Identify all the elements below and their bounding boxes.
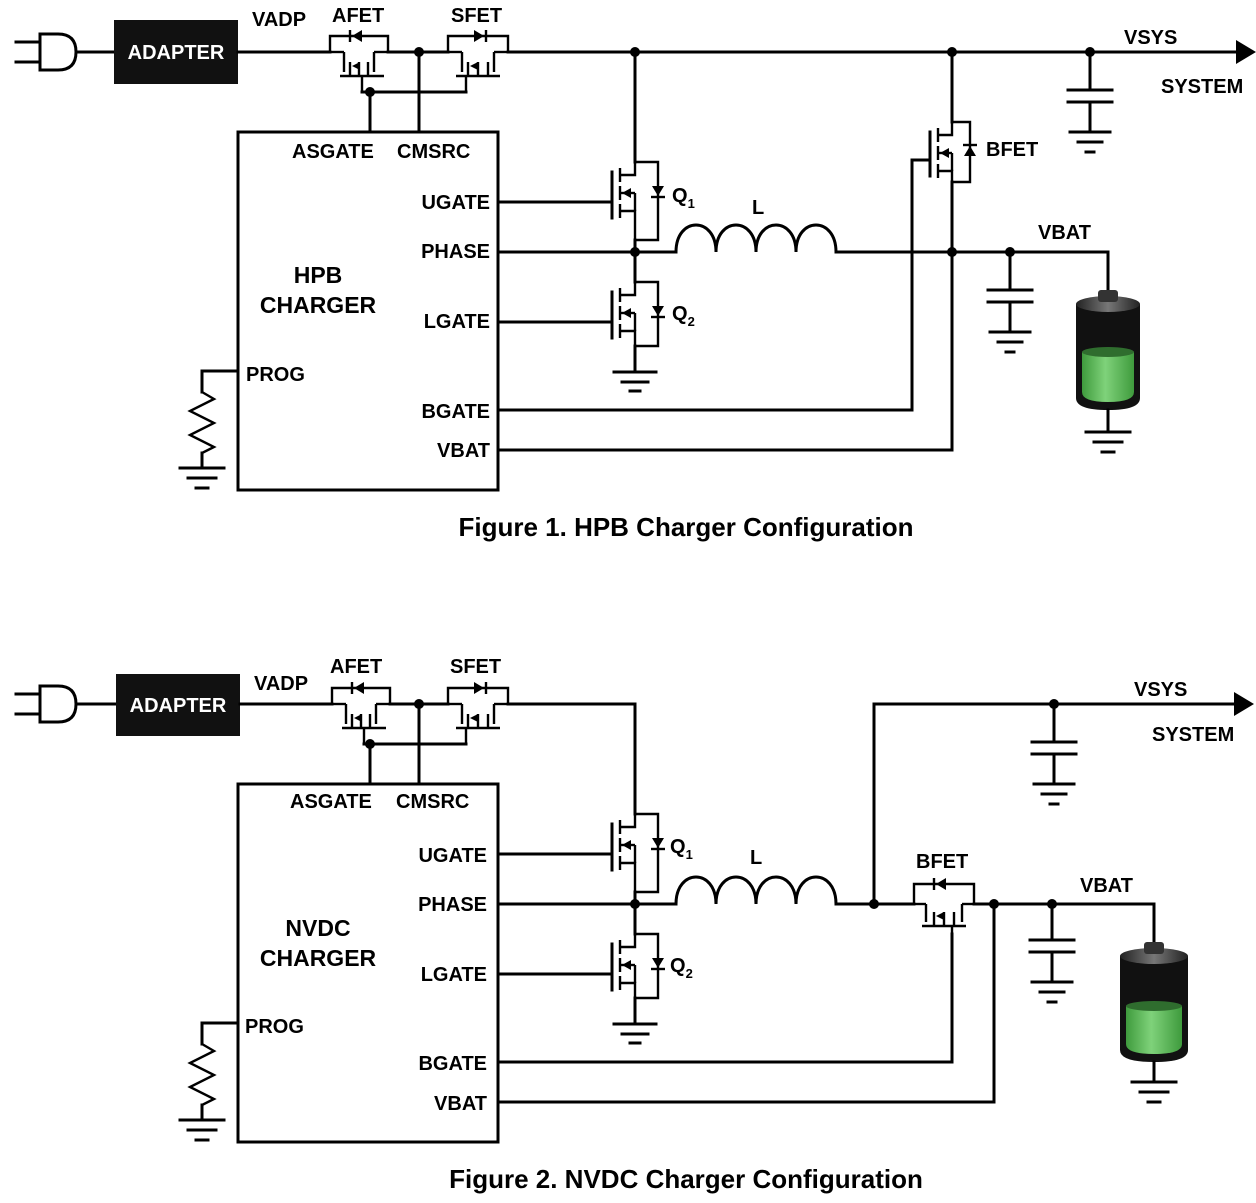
vsys-label: VSYS bbox=[1124, 27, 1177, 49]
vadp-label: VADP bbox=[254, 673, 308, 695]
vbat-sense-wire bbox=[496, 902, 996, 1104]
pin-phase: PHASE bbox=[418, 894, 487, 916]
vsys-rail bbox=[872, 702, 1238, 906]
pin-ugate: UGATE bbox=[421, 192, 490, 214]
chip-name-line1: NVDC bbox=[285, 915, 350, 941]
figure-1-caption: Figure 1. HPB Charger Configuration bbox=[458, 512, 913, 542]
battery-icon bbox=[1120, 902, 1188, 1104]
q1-label: Q1 bbox=[672, 185, 695, 211]
afet-mosfet-icon: AFET bbox=[328, 5, 390, 92]
pin-asgate: ASGATE bbox=[290, 791, 372, 813]
system-label: SYSTEM bbox=[1152, 724, 1234, 746]
capacitor-icon bbox=[986, 250, 1034, 354]
vbat-node-label: VBAT bbox=[1038, 222, 1091, 244]
vbat-node-label: VBAT bbox=[1080, 875, 1133, 897]
arrow-right-icon bbox=[1236, 40, 1256, 64]
figure-1-hpb-charger: ADAPTER VADP VSYS SYSTEM AFET bbox=[14, 5, 1256, 542]
capacitor-icon bbox=[1030, 699, 1078, 806]
bgate-wire bbox=[496, 158, 932, 412]
pin-bgate: BGATE bbox=[421, 401, 490, 423]
q1-mosfet-icon: Q1 bbox=[496, 812, 693, 906]
capacitor-icon bbox=[1066, 47, 1114, 154]
pin-phase: PHASE bbox=[421, 241, 490, 263]
sfet-mosfet-icon: SFET bbox=[446, 656, 510, 744]
system-label: SYSTEM bbox=[1161, 76, 1243, 98]
capacitor-icon bbox=[1028, 902, 1076, 1004]
chip-name-line1: HPB bbox=[294, 262, 343, 288]
sfet-mosfet-icon: SFET bbox=[446, 5, 510, 92]
pin-prog: PROG bbox=[246, 364, 305, 386]
inductor-label: L bbox=[752, 197, 764, 219]
inductor-icon: L bbox=[674, 847, 838, 906]
adapter-label: ADAPTER bbox=[128, 42, 225, 64]
pin-lgate: LGATE bbox=[421, 964, 487, 986]
q2-label: Q2 bbox=[670, 955, 693, 981]
bfet-label: BFET bbox=[986, 139, 1038, 161]
pin-cmsrc: CMSRC bbox=[396, 791, 469, 813]
battery-icon bbox=[1076, 250, 1140, 454]
ground-icon bbox=[612, 1022, 658, 1045]
resistor-icon bbox=[178, 369, 240, 490]
afet-mosfet-icon: AFET bbox=[330, 656, 392, 744]
chip-name-line2: CHARGER bbox=[260, 945, 377, 971]
q1-label: Q1 bbox=[670, 836, 693, 862]
sfet-label: SFET bbox=[450, 656, 501, 678]
vbat-sense-wire bbox=[496, 250, 954, 452]
adapter-box: ADAPTER bbox=[114, 20, 238, 84]
pin-cmsrc: CMSRC bbox=[397, 141, 470, 163]
q2-label: Q2 bbox=[672, 303, 695, 329]
figure-2-nvdc-charger: ADAPTER VADP AFET SFET bbox=[14, 656, 1254, 1194]
sfet-to-q1-wire bbox=[506, 702, 637, 816]
figure-2-caption: Figure 2. NVDC Charger Configuration bbox=[449, 1164, 923, 1194]
afet-label: AFET bbox=[330, 656, 382, 678]
adapter-box: ADAPTER bbox=[116, 674, 240, 736]
nvdc-charger-chip bbox=[236, 782, 500, 1144]
afet-label: AFET bbox=[332, 5, 384, 27]
power-plug-icon bbox=[14, 32, 116, 72]
hpb-charger-chip bbox=[236, 130, 500, 492]
pin-prog: PROG bbox=[245, 1016, 304, 1038]
adapter-label: ADAPTER bbox=[130, 695, 227, 717]
resistor-icon bbox=[178, 1021, 240, 1142]
inductor-label: L bbox=[750, 847, 762, 869]
pin-lgate: LGATE bbox=[424, 311, 490, 333]
inductor-icon: L bbox=[674, 197, 838, 254]
bgate-wire bbox=[496, 932, 954, 1064]
q2-mosfet-icon: Q2 bbox=[496, 250, 695, 374]
vsys-label: VSYS bbox=[1134, 679, 1187, 701]
q1-mosfet-icon: Q1 bbox=[496, 47, 695, 254]
bfet-mosfet-icon: BFET bbox=[912, 851, 976, 934]
pin-asgate: ASGATE bbox=[292, 141, 374, 163]
pin-vbat: VBAT bbox=[437, 440, 490, 462]
bfet-mosfet-icon: BFET bbox=[928, 47, 1038, 254]
q2-mosfet-icon: Q2 bbox=[496, 902, 693, 1026]
power-plug-icon bbox=[14, 684, 118, 724]
ground-icon bbox=[612, 370, 658, 393]
pin-bgate: BGATE bbox=[418, 1053, 487, 1075]
pin-vbat: VBAT bbox=[434, 1093, 487, 1115]
pin-ugate: UGATE bbox=[418, 845, 487, 867]
chip-name-line2: CHARGER bbox=[260, 292, 377, 318]
vadp-label: VADP bbox=[252, 9, 306, 31]
sfet-label: SFET bbox=[451, 5, 502, 27]
arrow-right-icon bbox=[1234, 692, 1254, 716]
bfet-label: BFET bbox=[916, 851, 968, 873]
